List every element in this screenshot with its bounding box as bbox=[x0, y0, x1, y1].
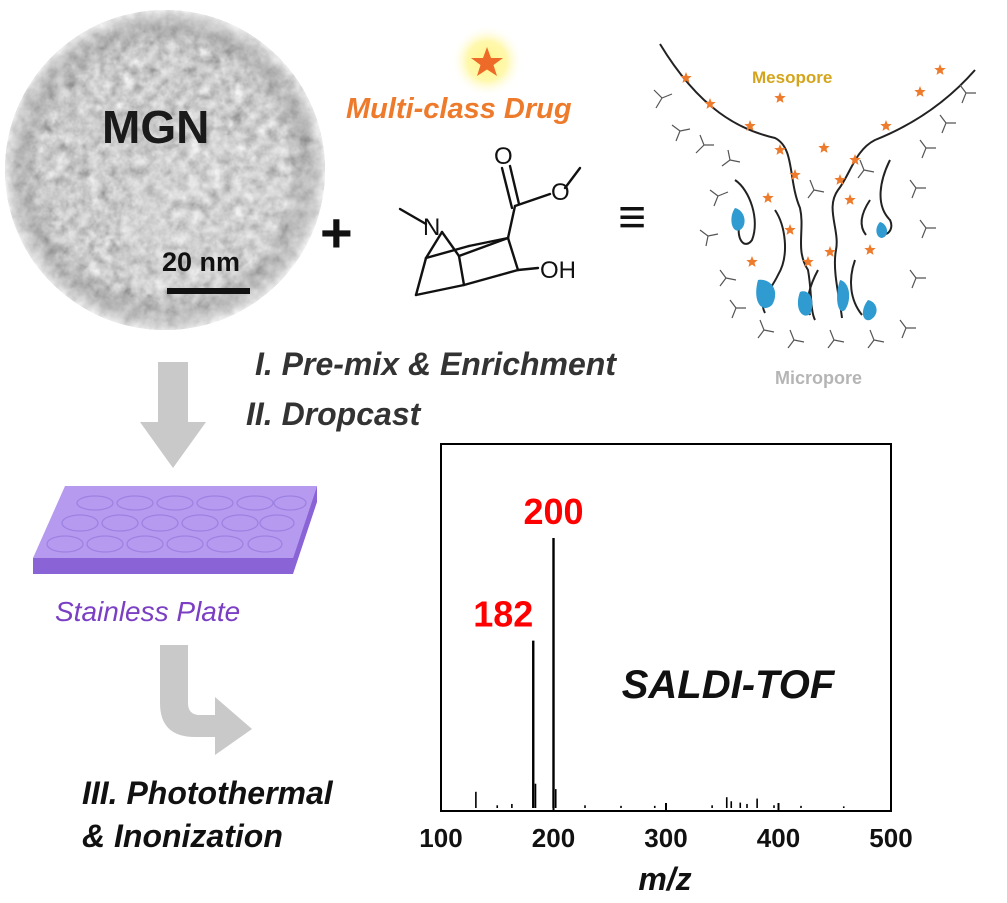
molecule-oh: OH bbox=[540, 257, 576, 284]
x-tick-label-100: 100 bbox=[419, 823, 462, 853]
micropore-label: Micropore bbox=[775, 368, 863, 388]
pore-drug-star-6 bbox=[784, 224, 796, 235]
x-tick-label-500: 500 bbox=[869, 823, 912, 853]
mgn-tem-image bbox=[5, 10, 325, 330]
mgn-label: MGN bbox=[102, 101, 210, 153]
pore-drug-star-10 bbox=[864, 244, 876, 255]
pore-drug-star-8 bbox=[746, 256, 758, 267]
pore-drug-star-11 bbox=[844, 194, 856, 205]
step-dropcast-label: II. Dropcast bbox=[246, 396, 421, 432]
molecule-n: N bbox=[423, 214, 440, 241]
pore-drug-star-17 bbox=[849, 154, 861, 165]
pore-drug-star-9 bbox=[824, 246, 836, 257]
chart-title: SALDI-TOF bbox=[622, 663, 836, 707]
peak-label-200: 200 bbox=[523, 491, 583, 532]
step-photothermal-label: III. Photothermal & Inonization bbox=[82, 772, 333, 858]
x-tick-label-300: 300 bbox=[644, 823, 687, 853]
drug-star-icon bbox=[451, 25, 523, 97]
pore-drug-star-4 bbox=[789, 169, 801, 180]
pore-drug-star-2 bbox=[744, 120, 756, 131]
step-premix-label: I. Pre-mix & Enrichment bbox=[255, 346, 616, 382]
pore-schematic bbox=[653, 43, 976, 349]
molecule-o-carbonyl: O bbox=[494, 143, 513, 170]
step-photothermal-line2: & Inonization bbox=[82, 818, 283, 854]
peak-label-182: 182 bbox=[473, 594, 533, 635]
pore-drug-star-0 bbox=[680, 72, 692, 83]
chart-xlabel: m/z bbox=[638, 861, 691, 897]
molecule-o-ester: O bbox=[551, 179, 570, 206]
pore-drug-star-14 bbox=[914, 86, 926, 97]
pore-drug-star-7 bbox=[802, 256, 814, 267]
pore-drug-star-12 bbox=[834, 174, 846, 185]
x-tick-label-200: 200 bbox=[532, 823, 575, 853]
bent-arrow-icon bbox=[160, 645, 252, 755]
stainless-plate-label: Stainless Plate bbox=[55, 596, 241, 627]
down-arrow-icon bbox=[140, 362, 206, 468]
scale-bar-label: 20 nm bbox=[162, 247, 241, 277]
step-photothermal-line1: III. Photothermal bbox=[82, 775, 333, 811]
pore-drug-star-13 bbox=[880, 120, 892, 131]
mesopore-label: Mesopore bbox=[752, 68, 833, 87]
scale-bar bbox=[167, 288, 250, 294]
mass-spectrum-chart: 100 200 300 400 500 182 200 SALDI-TOF m/z bbox=[419, 443, 913, 897]
stainless-plate bbox=[33, 486, 317, 574]
pore-drug-star-3 bbox=[774, 144, 786, 155]
pore-drug-star-1 bbox=[704, 98, 716, 109]
pore-drug-star-5 bbox=[762, 192, 774, 203]
equivalence-sign: ≡ bbox=[618, 191, 647, 244]
plus-sign: + bbox=[320, 201, 353, 264]
pore-drug-star-18 bbox=[774, 92, 786, 103]
pore-drug-star-16 bbox=[818, 142, 830, 153]
molecule-structure: O O N OH bbox=[398, 143, 582, 297]
pore-drug-star-15 bbox=[934, 64, 946, 75]
x-tick-label-400: 400 bbox=[757, 823, 800, 853]
drug-label: Multi-class Drug bbox=[346, 93, 572, 125]
